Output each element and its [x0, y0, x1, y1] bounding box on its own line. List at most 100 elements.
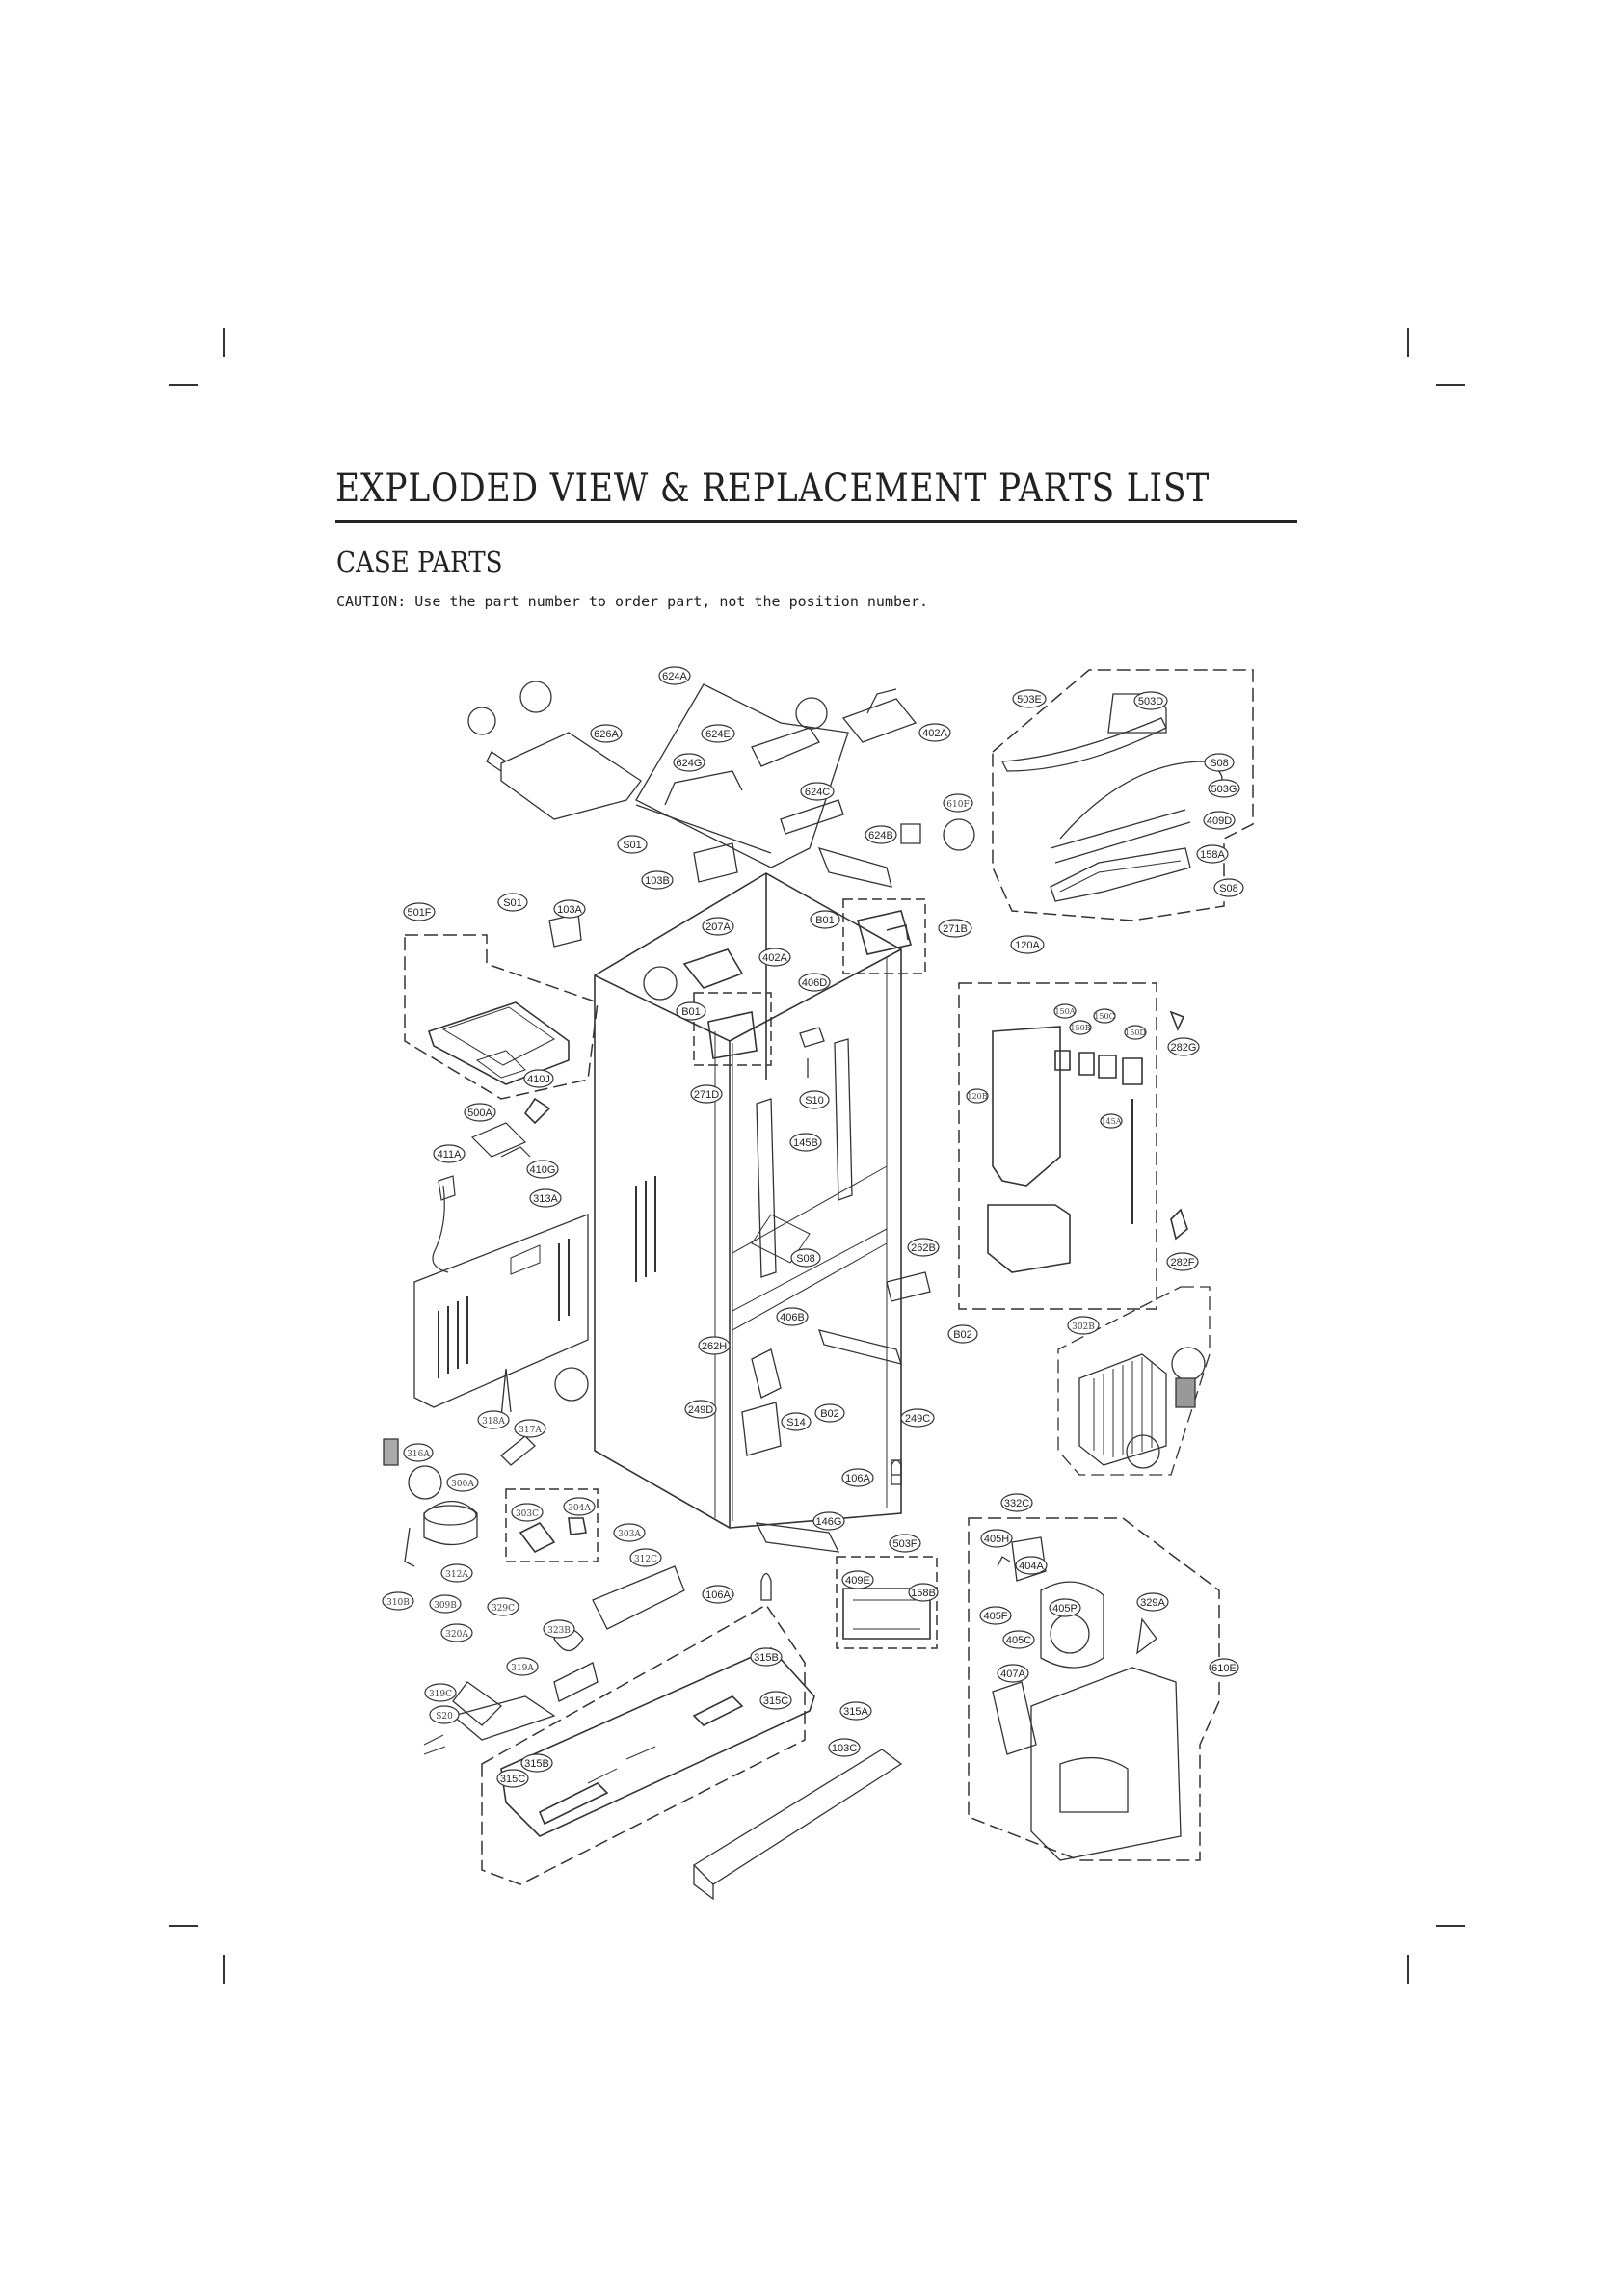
callout-label: 501F	[407, 907, 431, 919]
callout-oval	[543, 1619, 575, 1639]
callout-label: 318A	[482, 1417, 505, 1427]
callout-317a: 317A	[514, 1419, 546, 1438]
control-board	[432, 1122, 531, 1273]
callout-label: 207A	[705, 921, 731, 933]
callout-oval	[776, 1307, 809, 1326]
callout-label: 503F	[892, 1538, 917, 1550]
callout-oval	[1204, 753, 1235, 772]
callout-405f: 405F	[979, 1606, 1012, 1625]
callout-318a: 318A	[477, 1410, 510, 1429]
callout-label: 404A	[1019, 1561, 1044, 1572]
callout-label: 405H	[984, 1534, 1009, 1545]
callout-label: 309B	[434, 1601, 457, 1611]
callout-300a: 300A	[446, 1473, 479, 1492]
callout-103a: 103A	[553, 899, 586, 919]
callout-label: 319C	[429, 1690, 452, 1699]
callout-316a: 316A	[403, 1443, 434, 1462]
evaporator-302b	[1057, 1286, 1211, 1476]
callout-label: 106A	[845, 1473, 870, 1484]
callout-103c: 103C	[828, 1738, 861, 1757]
callout-103b: 103B	[641, 870, 674, 890]
callout-oval	[1000, 1493, 1033, 1512]
callout-oval	[798, 973, 831, 992]
callout-oval	[758, 948, 791, 967]
callout-label: 310B	[386, 1598, 410, 1608]
callout-207a: 207A	[702, 917, 734, 936]
callout-oval	[1203, 811, 1236, 830]
callout-oval	[496, 1769, 529, 1788]
callout-label: 304A	[568, 1504, 591, 1513]
callout-label: 150A	[1054, 1007, 1075, 1016]
callout-oval	[658, 666, 691, 685]
callout-label: 150B	[1070, 1024, 1090, 1032]
callout-oval	[617, 835, 648, 854]
callout-b02: B02	[814, 1403, 845, 1423]
callout-158b: 158B	[908, 1583, 939, 1602]
callout-label: B02	[953, 1329, 972, 1341]
callout-oval	[629, 1548, 662, 1567]
callout-oval	[889, 1534, 921, 1553]
callout-320a: 320A	[440, 1623, 473, 1642]
callout-oval	[841, 1468, 874, 1487]
callout-282f: 282F	[1166, 1252, 1199, 1271]
callout-oval	[1124, 1025, 1147, 1040]
callout-404a: 404A	[1015, 1556, 1048, 1575]
callout-label: 405F	[983, 1611, 1007, 1622]
callout-label: 409E	[845, 1575, 870, 1587]
callout-oval	[812, 1511, 845, 1531]
callout-501f: 501F	[403, 902, 436, 921]
callout-oval	[1166, 1252, 1199, 1271]
callout-label: B02	[820, 1408, 839, 1420]
callout-oval	[789, 1133, 822, 1152]
compressor-assembly	[383, 1368, 1196, 1567]
callout-319c: 319C	[424, 1683, 457, 1702]
callout-oval	[865, 825, 897, 844]
callout-oval	[446, 1473, 479, 1492]
callout-120b: 120B	[966, 1088, 989, 1104]
callout-407a: 407A	[997, 1664, 1029, 1683]
callout-label: 610F	[946, 800, 969, 810]
lamp-assembly	[404, 934, 599, 1125]
callout-s14: S14	[781, 1412, 812, 1431]
callout-409d: 409D	[1203, 811, 1236, 830]
callout-label: 410G	[530, 1164, 556, 1176]
callout-label: 120A	[1015, 940, 1040, 951]
callout-405c: 405C	[1002, 1630, 1035, 1649]
callout-312a: 312A	[440, 1563, 473, 1583]
callout-303c: 303C	[511, 1503, 544, 1522]
callout-249d: 249D	[684, 1400, 717, 1419]
callout-s20: S20	[429, 1705, 460, 1724]
callout-oval	[1209, 1658, 1239, 1677]
callout-405p: 405P	[1049, 1598, 1081, 1617]
callout-oval	[477, 1410, 510, 1429]
crop-mark	[1436, 384, 1465, 386]
caution-note: CAUTION: Use the part number to order pa…	[336, 593, 929, 610]
callout-label: 503D	[1138, 696, 1163, 707]
callout-158a: 158A	[1196, 844, 1229, 864]
callout-label: 315C	[763, 1695, 788, 1707]
crop-mark	[169, 1925, 198, 1927]
callout-249c: 249C	[900, 1408, 935, 1428]
callout-oval	[1049, 1598, 1081, 1617]
callout-label: 316A	[407, 1450, 430, 1459]
callout-label: 120B	[967, 1092, 987, 1101]
callout-oval	[382, 1591, 414, 1611]
callout-oval	[1053, 1003, 1077, 1019]
callout-310b: 310B	[382, 1591, 414, 1611]
callout-label: 503G	[1211, 784, 1237, 795]
section-title: CASE PARTS	[336, 546, 503, 578]
callout-oval	[841, 1570, 874, 1589]
callout-150c: 150C	[1093, 1008, 1116, 1024]
callout-282g: 282G	[1167, 1037, 1200, 1056]
callout-label: 302B	[1072, 1322, 1095, 1332]
crop-mark	[169, 384, 198, 386]
callout-oval	[759, 1691, 792, 1710]
callout-315c: 315C	[496, 1769, 529, 1788]
callout-145b: 145B	[789, 1133, 822, 1152]
title-rule	[335, 520, 1297, 523]
callout-411a: 411A	[433, 1144, 466, 1163]
callout-oval	[511, 1503, 544, 1522]
callout-label: 300A	[451, 1480, 474, 1489]
callout-oval	[799, 1090, 830, 1109]
callout-312c: 312C	[629, 1548, 662, 1567]
